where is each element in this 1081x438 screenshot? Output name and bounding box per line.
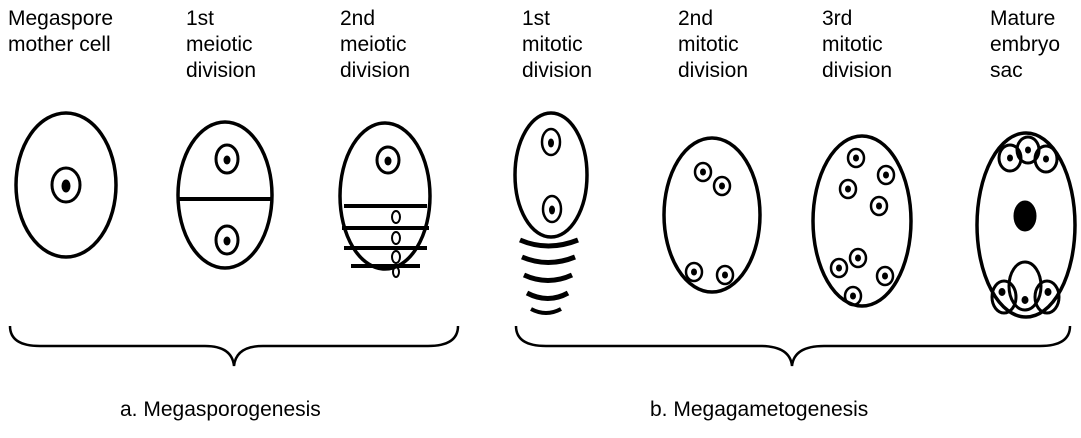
brace-megasporogenesis [10, 326, 458, 366]
first-meiotic-division-cell [178, 122, 272, 268]
first-mitotic-division-cell [515, 113, 587, 313]
second-meiotic-division-cell [340, 123, 430, 277]
third-mitotic-division-cell [813, 136, 911, 306]
caption-megasporogenesis: a. Megasporogenesis [120, 398, 321, 422]
megaspore-mother-cell [16, 113, 116, 257]
mature-embryo-sac [977, 133, 1075, 317]
caption-megagametogenesis: b. Megagametogenesis [650, 398, 868, 422]
brace-megagametogenesis [516, 326, 1070, 366]
second-mitotic-division-cell [664, 138, 760, 292]
